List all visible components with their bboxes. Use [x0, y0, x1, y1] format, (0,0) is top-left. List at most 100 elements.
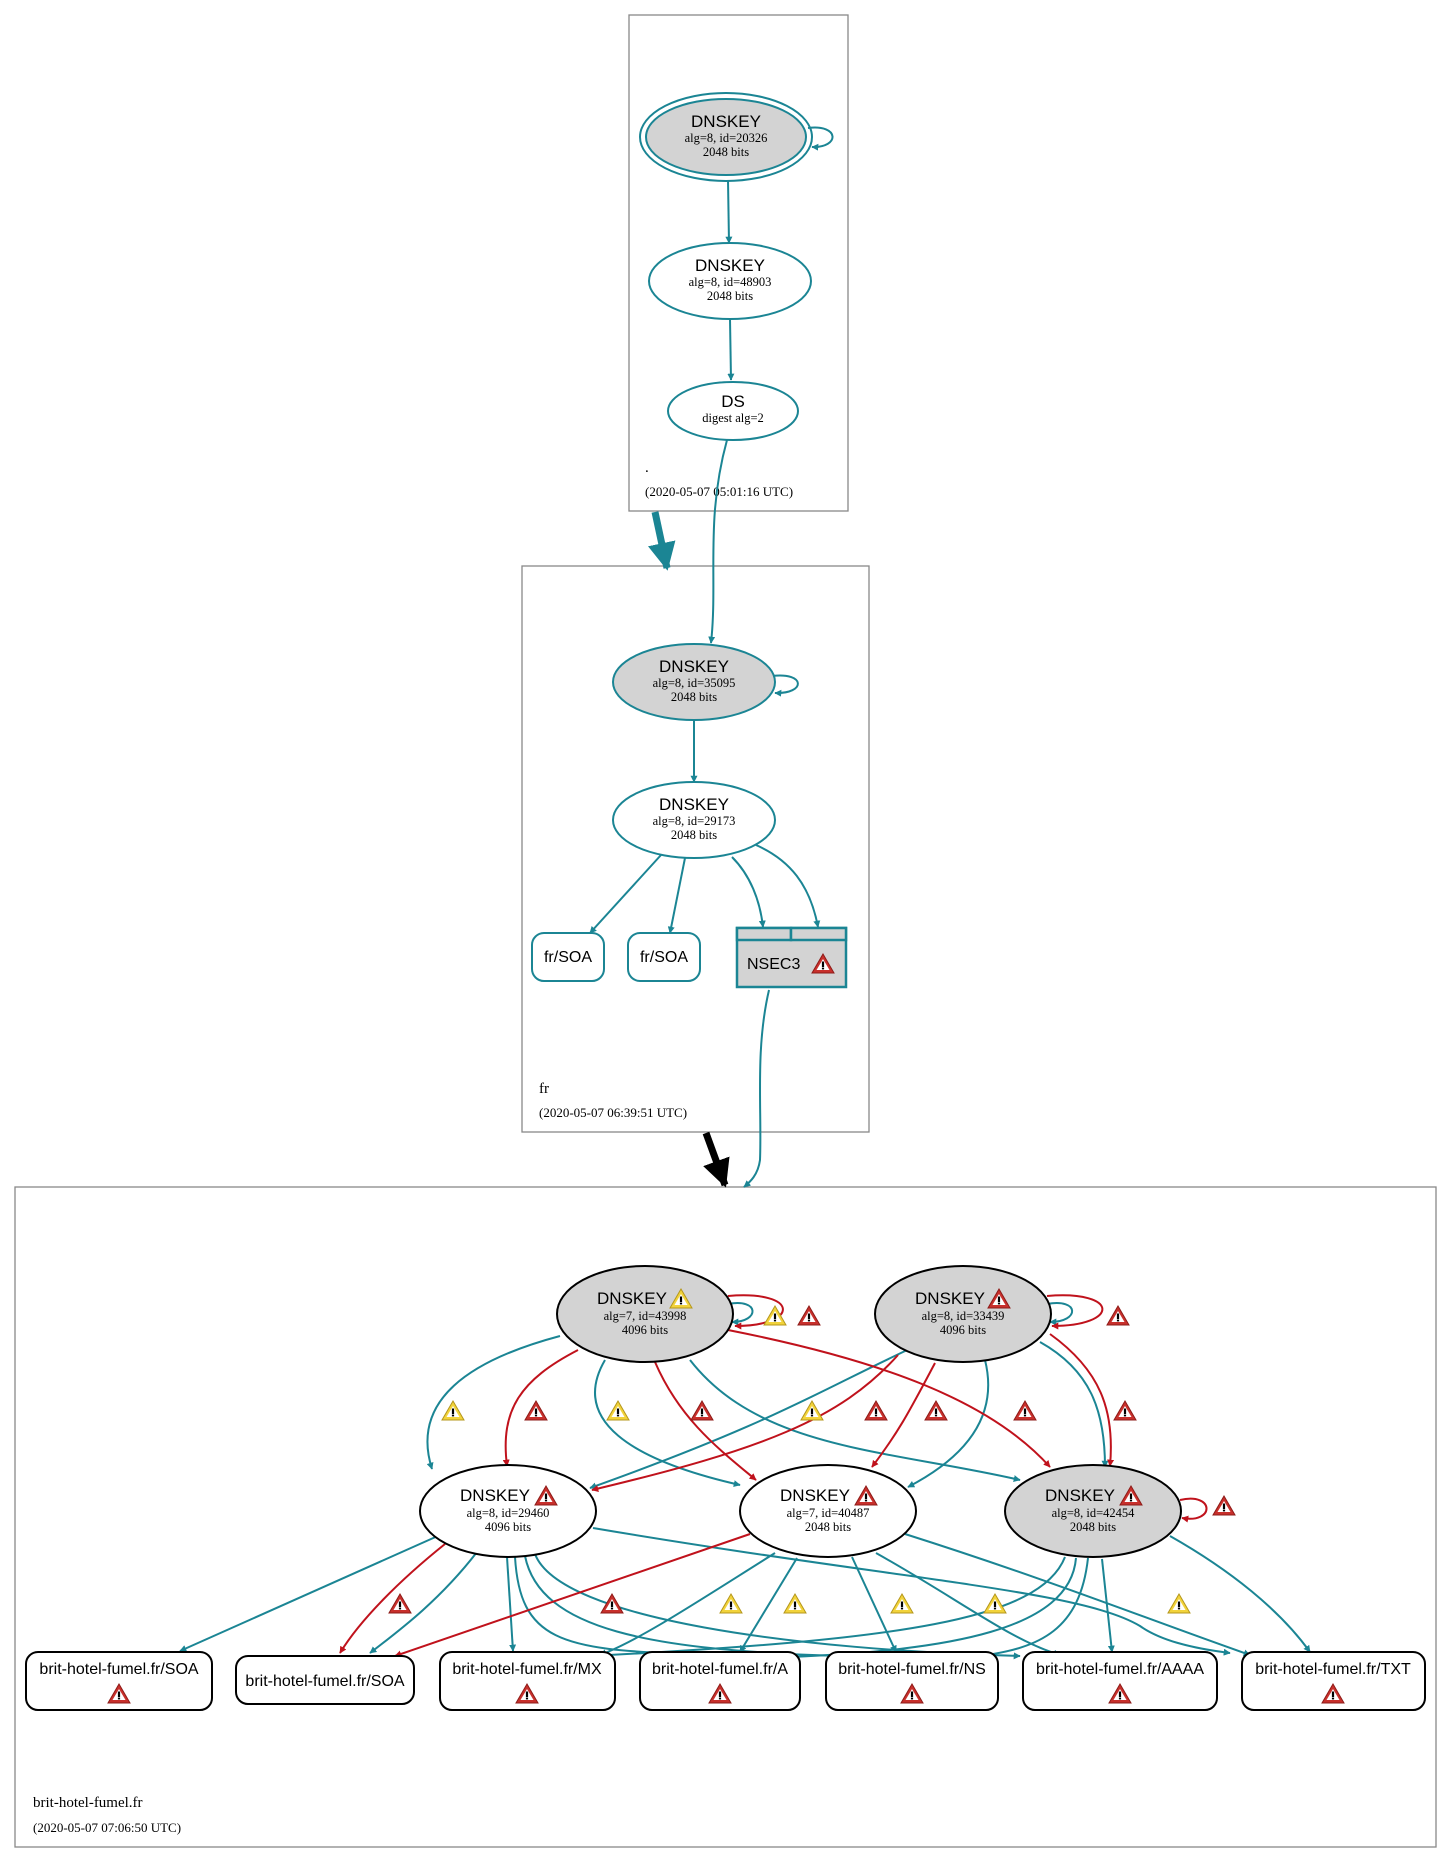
node-rrset-txt[interactable]: brit-hotel-fumel.fr/TXT [1241, 1651, 1426, 1711]
node-alg-id: alg=8, id=48903 [689, 275, 772, 289]
edge-33439-to-40487 [907, 1359, 990, 1488]
node-key-size: 4096 bits [485, 1520, 531, 1534]
zone-root-timestamp: (2020-05-07 05:01:16 UTC) [645, 484, 793, 499]
root-fr-edges [589, 126, 834, 1188]
edge-43998-self [727, 1302, 754, 1326]
edge-fr-zsk-to-nsec3-a [731, 856, 766, 928]
rrset-label: fr/SOA [544, 949, 592, 966]
node-alg-id: alg=7, id=40487 [787, 1506, 870, 1520]
rrset-label: brit-hotel-fumel.fr/A [652, 1661, 788, 1678]
node-key-size: 2048 bits [671, 690, 717, 704]
node-key-size: 2048 bits [707, 289, 753, 303]
node-rrset-a[interactable]: brit-hotel-fumel.fr/A [639, 1651, 801, 1711]
node-rrset-mx[interactable]: brit-hotel-fumel.fr/MX [439, 1651, 616, 1711]
edge-43998-to-29460 [426, 1335, 561, 1470]
edge-root-zsk-to-ds [727, 318, 735, 381]
rrset-label: NSEC3 [747, 956, 800, 973]
node-dnskey-29460[interactable]: DNSKEY alg=8, id=29460 4096 bits [419, 1464, 597, 1558]
node-fr-zsk[interactable]: DNSKEY alg=8, id=29173 2048 bits [612, 781, 776, 859]
edge-42454-to-ns [979, 1557, 1089, 1659]
edge-33439-to-29460-bogus [591, 1354, 899, 1492]
edge-42454-to-mx [589, 1556, 1066, 1660]
brit-teal-edges [179, 1302, 1311, 1661]
edge-nsec3-to-brit [743, 989, 770, 1188]
node-key-size: 4096 bits [940, 1323, 986, 1337]
rrset-label: brit-hotel-fumel.fr/NS [838, 1661, 986, 1678]
node-root-ds[interactable]: DS digest alg=2 [667, 381, 799, 441]
node-fr-soa-1[interactable]: fr/SOA [531, 932, 605, 982]
edge-33439-self-bogus [1046, 1294, 1104, 1330]
edge-root-ds-to-fr-ksk [708, 439, 728, 644]
node-dnskey-42454[interactable]: DNSKEY alg=8, id=42454 2048 bits [1004, 1464, 1182, 1558]
zone-brit-name: brit-hotel-fumel.fr [33, 1795, 143, 1811]
edge-43998-to-42454 [689, 1359, 1021, 1482]
rrset-label: brit-hotel-fumel.fr/MX [452, 1661, 602, 1678]
delegation-root-to-fr-edge [648, 511, 676, 571]
edge-40487-to-txt [904, 1533, 1251, 1657]
rrset-label: brit-hotel-fumel.fr/AAAA [1036, 1661, 1204, 1678]
edge-42454-to-txt [1169, 1535, 1311, 1653]
node-title: DS [721, 392, 745, 411]
zone-fr-name: fr [539, 1081, 549, 1097]
node-rrset-ns[interactable]: brit-hotel-fumel.fr/NS [825, 1651, 999, 1711]
node-title: DNSKEY [659, 657, 729, 676]
edge-29460-to-txt [592, 1527, 1231, 1656]
edge-40487-to-soa2-bogus [394, 1533, 751, 1658]
edge-43998-to-29460-bogus [502, 1349, 579, 1467]
edge-33439-to-42454 [1039, 1341, 1109, 1468]
edge-fr-zsk-to-soa1 [589, 854, 662, 934]
edge-40487-to-aaaa [875, 1552, 1061, 1657]
rrset-label: brit-hotel-fumel.fr/SOA [39, 1661, 198, 1678]
node-dnskey-43998[interactable]: DNSKEY alg=7, id=43998 4096 bits [556, 1265, 734, 1363]
node-alg-id: alg=8, id=33439 [922, 1309, 1005, 1323]
edge-29460-to-soa2 [369, 1551, 478, 1654]
node-alg-id: alg=8, id=20326 [685, 131, 768, 145]
delegation-fr-to-brit-edge [702, 1131, 730, 1188]
node-alg-id: alg=8, id=29173 [653, 814, 736, 828]
node-root-zsk[interactable]: DNSKEY alg=8, id=48903 2048 bits [648, 242, 812, 320]
node-alg-id: alg=8, id=42454 [1052, 1506, 1136, 1520]
node-fr-nsec3[interactable]: NSEC3 [735, 926, 848, 989]
node-title: DNSKEY [691, 112, 761, 131]
edge-42454-self-bogus [1179, 1497, 1208, 1523]
edge-43998-to-40487 [594, 1359, 741, 1488]
zone-root-name: . [645, 460, 649, 476]
brit-red-edges [339, 1294, 1208, 1658]
edge-43998-self-bogus [727, 1294, 784, 1330]
node-alg-id: alg=8, id=35095 [653, 676, 736, 690]
edge-40487-to-mx [599, 1552, 776, 1657]
zone-brit-hotel-fumel: brit-hotel-fumel.fr (2020-05-07 07:06:50… [14, 1186, 1437, 1848]
node-key-size: 2048 bits [671, 828, 717, 842]
node-title: DNSKEY [695, 256, 765, 275]
edge-29460-to-soa1 [179, 1534, 441, 1652]
node-key-size: 2048 bits [1070, 1520, 1116, 1534]
node-root-ksk[interactable]: DNSKEY alg=8, id=20326 2048 bits [639, 92, 813, 182]
node-title: DNSKEY [659, 795, 729, 814]
edge-fr-zsk-to-nsec3-b [755, 844, 821, 928]
rrset-label: fr/SOA [640, 949, 688, 966]
node-title: DNSKEY [597, 1289, 667, 1308]
zone-fr-timestamp: (2020-05-07 06:39:51 UTC) [539, 1105, 687, 1120]
node-rrset-soa-1[interactable]: brit-hotel-fumel.fr/SOA [25, 1651, 213, 1711]
node-alg-id: alg=7, id=43998 [604, 1309, 687, 1323]
edge-42454-to-aaaa [1101, 1558, 1115, 1653]
edge-40487-to-ns [851, 1556, 897, 1653]
node-dnskey-40487[interactable]: DNSKEY alg=7, id=40487 2048 bits [739, 1464, 917, 1558]
node-digest-alg: digest alg=2 [702, 411, 764, 425]
rrset-label: brit-hotel-fumel.fr/TXT [1255, 1661, 1411, 1678]
node-fr-soa-2[interactable]: fr/SOA [627, 932, 701, 982]
node-dnskey-33439[interactable]: DNSKEY alg=8, id=33439 4096 bits [874, 1265, 1052, 1363]
node-title: DNSKEY [780, 1486, 850, 1505]
node-fr-ksk[interactable]: DNSKEY alg=8, id=35095 2048 bits [612, 643, 776, 721]
zone-brit-timestamp: (2020-05-07 07:06:50 UTC) [33, 1820, 181, 1835]
edge-33439-to-40487-bogus [871, 1362, 936, 1468]
node-key-size: 2048 bits [805, 1520, 851, 1534]
rrset-label: brit-hotel-fumel.fr/SOA [245, 1673, 404, 1690]
edge-fr-zsk-to-soa2 [667, 857, 686, 934]
edge-33439-to-29460 [589, 1344, 919, 1490]
edge-33439-to-42454-bogus [1049, 1333, 1115, 1467]
edge-33439-self [1046, 1302, 1074, 1326]
edge-29460-to-mx [506, 1556, 517, 1652]
node-rrset-soa-2[interactable]: brit-hotel-fumel.fr/SOA [235, 1655, 415, 1705]
node-rrset-aaaa[interactable]: brit-hotel-fumel.fr/AAAA [1022, 1651, 1218, 1711]
